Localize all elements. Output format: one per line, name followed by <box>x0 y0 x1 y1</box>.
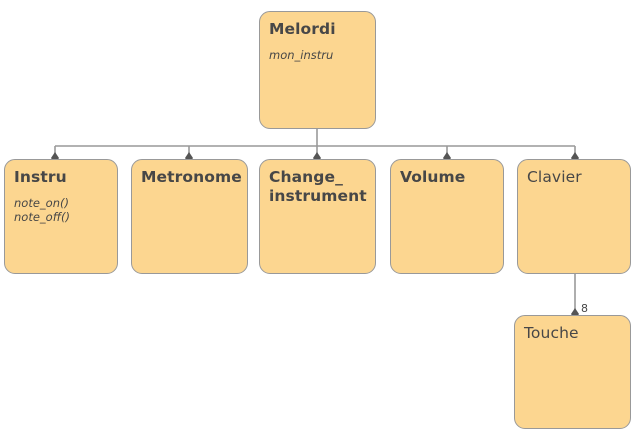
class-node-touche[interactable]: Touche <box>514 315 631 429</box>
class-member: mon_instru <box>269 48 334 62</box>
multiplicity-label-clavier-touche: 8 <box>581 302 588 315</box>
class-title-instru: Instru <box>14 168 67 186</box>
class-node-melordi[interactable]: Melordi mon_instru <box>259 11 376 129</box>
class-title-metronome: Metronome <box>141 168 242 186</box>
class-title-melordi: Melordi <box>269 20 336 38</box>
class-title-volume: Volume <box>400 168 466 186</box>
class-members-instru: note_on() note_off() <box>14 196 108 224</box>
class-title-clavier: Clavier <box>527 168 582 186</box>
class-title-touche: Touche <box>524 324 579 342</box>
class-node-change-instrument[interactable]: Change_ instrument <box>259 159 376 274</box>
class-members-melordi: mon_instru <box>269 48 366 62</box>
class-node-clavier[interactable]: Clavier <box>517 159 631 274</box>
class-node-volume[interactable]: Volume <box>390 159 504 274</box>
class-member: note_on() <box>14 196 69 210</box>
class-title-change-instrument: Change_ instrument <box>269 168 367 205</box>
class-node-instru[interactable]: Instru note_on() note_off() <box>4 159 118 274</box>
class-node-metronome[interactable]: Metronome <box>131 159 248 274</box>
class-member: note_off() <box>14 210 70 224</box>
